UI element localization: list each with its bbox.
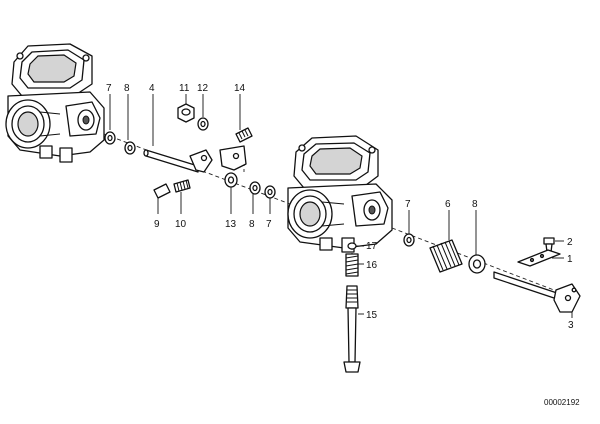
nut-11 [177,103,195,123]
callout-8: 8 [124,83,130,94]
screw-9 [153,183,171,199]
callout-12: 12 [197,83,209,94]
callout-8: 8 [472,199,478,210]
washer-8-left [124,141,136,155]
callout-13: 13 [225,219,237,230]
spring-16 [345,253,359,277]
callout-8: 8 [249,219,255,230]
lever-13 [219,145,247,188]
callout-labels: 7 8 4 11 12 14 9 10 13 8 7 17 16 15 7 6 … [106,83,574,331]
idle-screw-15 [343,285,361,373]
leader-lines [109,94,573,318]
callout-4: 4 [149,83,155,94]
callout-16: 16 [366,260,378,271]
throttle-shaft-lever-3 [493,271,581,313]
washer-12 [197,117,209,131]
o-ring-17 [347,242,357,250]
bushing-8-right [468,254,486,274]
callout-7: 7 [405,199,411,210]
callout-6: 6 [445,199,451,210]
washer-7-left [104,131,116,145]
right-carburetor-body [287,135,393,253]
callout-7: 7 [106,83,112,94]
callout-2: 2 [567,237,573,248]
callout-11: 11 [179,83,190,94]
spring-10 [173,179,191,193]
throttle-shaft-4 [143,149,213,173]
washer-8-center [249,181,261,195]
return-spring-6 [429,239,463,273]
callout-17: 17 [366,241,378,252]
washer-7-right [403,233,415,247]
callout-1: 1 [567,254,573,265]
screw-14 [235,127,253,143]
callout-14: 14 [234,83,246,94]
drawing-reference-code: 00002192 [544,398,580,407]
washer-7-center [264,185,276,199]
callout-9: 9 [154,219,160,230]
callout-10: 10 [175,219,187,230]
callout-15: 15 [366,310,378,321]
washer-plate-1 [517,249,561,267]
left-carburetor-body [5,43,105,163]
callout-3: 3 [568,320,574,331]
callout-7: 7 [266,219,272,230]
